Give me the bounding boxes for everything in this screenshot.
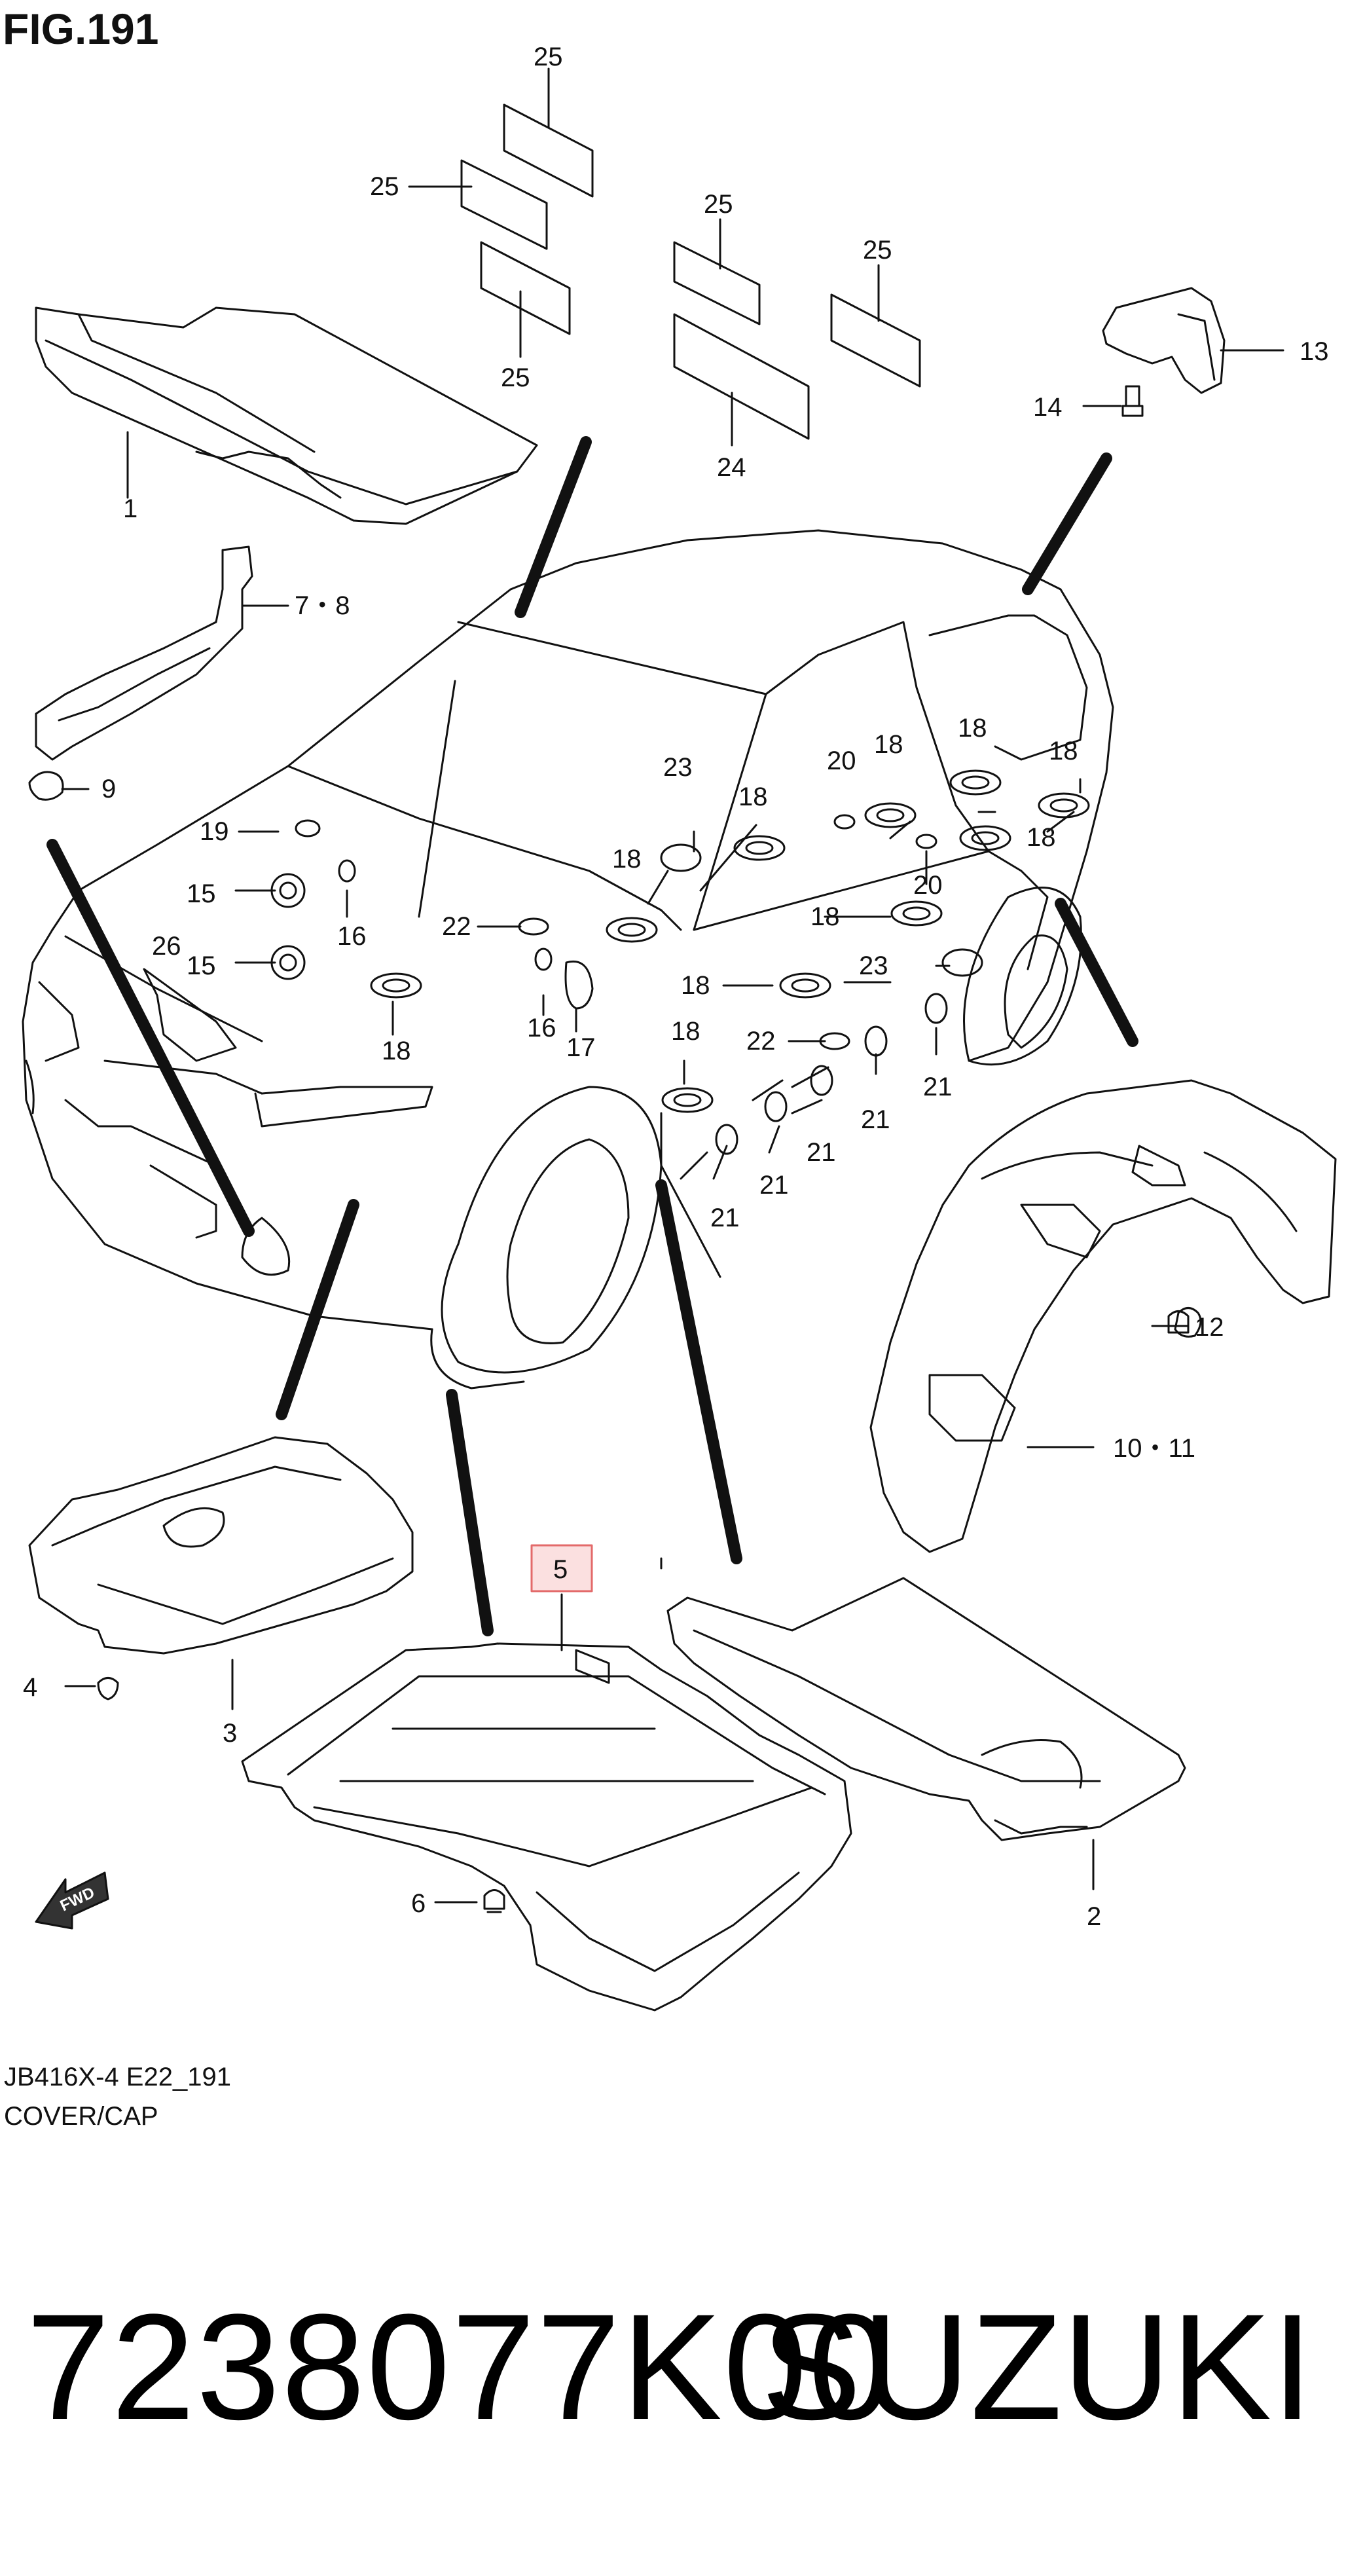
highlight-box-5 xyxy=(530,1544,593,1592)
callout-18: 18 xyxy=(1027,823,1056,852)
grommets xyxy=(270,769,1090,1155)
parts-diagram: FIG.191 xyxy=(3,5,1337,2131)
callout-15: 15 xyxy=(187,879,216,908)
pointer-lines xyxy=(46,436,1138,1636)
footer xyxy=(0,2148,1346,2576)
callout-16: 16 xyxy=(527,1014,556,1042)
fwd-arrow-icon xyxy=(35,1871,109,1930)
callout-21: 21 xyxy=(923,1073,953,1101)
callout-9: 9 xyxy=(101,775,116,803)
callout-2: 2 xyxy=(1087,1902,1101,1931)
callout-6: 6 xyxy=(411,1889,426,1918)
callout-13: 13 xyxy=(1300,337,1329,366)
callout-18: 18 xyxy=(810,902,840,931)
callout-18: 18 xyxy=(671,1017,700,1046)
callout-15: 15 xyxy=(187,951,216,980)
brand-name: SUZUKI xyxy=(761,2283,1313,2451)
callout-21: 21 xyxy=(759,1171,789,1200)
callout-14: 14 xyxy=(1033,393,1063,422)
callout-1: 1 xyxy=(123,494,137,523)
callout-22: 22 xyxy=(442,912,471,941)
part-2-side-cover xyxy=(666,1577,1186,1841)
callout-25: 25 xyxy=(863,236,892,265)
callout-12: 12 xyxy=(1195,1313,1224,1342)
section-name: COVER/CAP xyxy=(4,2102,158,2131)
callout-23: 23 xyxy=(859,951,888,980)
callout-21: 21 xyxy=(710,1204,740,1232)
callout-18: 18 xyxy=(612,845,642,874)
callout-23: 23 xyxy=(663,753,693,782)
callout-25: 25 xyxy=(501,363,530,392)
callout-18: 18 xyxy=(874,730,903,759)
callout-18: 18 xyxy=(738,782,768,811)
callout-21: 21 xyxy=(861,1105,890,1134)
drawing-code: JB416X-4 E22_191 xyxy=(4,2063,231,2091)
vehicle-body-outline xyxy=(22,529,1114,1389)
leader-lines xyxy=(64,680,1190,1904)
callout-4: 4 xyxy=(23,1673,37,1702)
part-13-bracket xyxy=(1082,287,1284,417)
callout-20: 20 xyxy=(827,746,856,775)
callout-22: 22 xyxy=(746,1027,776,1056)
callout-18: 18 xyxy=(958,714,987,743)
callout-16: 16 xyxy=(337,922,367,951)
diagram-drawing: 25 25 25 25 25 24 1 13 14 7・8 9 19 15 15… xyxy=(22,43,1337,2012)
clips xyxy=(483,1310,1190,1913)
callout-25: 25 xyxy=(704,190,733,219)
callout-10-11: 10・11 xyxy=(1113,1434,1195,1463)
callout-18: 18 xyxy=(681,971,710,1000)
callout-17: 17 xyxy=(566,1033,596,1062)
callout-19: 19 xyxy=(200,817,229,846)
callout-24: 24 xyxy=(717,453,746,482)
part-number: 7238077K00 xyxy=(26,2283,894,2451)
callout-26: 26 xyxy=(152,932,181,961)
callout-3: 3 xyxy=(223,1719,237,1748)
callouts: 25 25 25 25 25 24 1 13 14 7・8 9 19 15 15… xyxy=(23,43,1329,1931)
callout-18: 18 xyxy=(1049,737,1078,765)
part-1-cover xyxy=(35,306,538,525)
part-7-8-bracket xyxy=(28,545,289,801)
callout-25: 25 xyxy=(370,172,399,201)
callout-20: 20 xyxy=(913,871,943,900)
part-10-11-fender-liner xyxy=(869,1079,1337,1553)
callout-5: 5 xyxy=(553,1555,568,1584)
part-3-lower-cover xyxy=(28,1436,414,1701)
sticker-labels xyxy=(408,67,921,447)
figure-title: FIG.191 xyxy=(3,5,159,53)
callout-18: 18 xyxy=(382,1037,411,1065)
part-5-skid-cover xyxy=(241,1642,852,2012)
callout-25: 25 xyxy=(534,43,563,71)
callout-21: 21 xyxy=(807,1138,836,1167)
callout-7-8: 7・8 xyxy=(295,591,350,620)
